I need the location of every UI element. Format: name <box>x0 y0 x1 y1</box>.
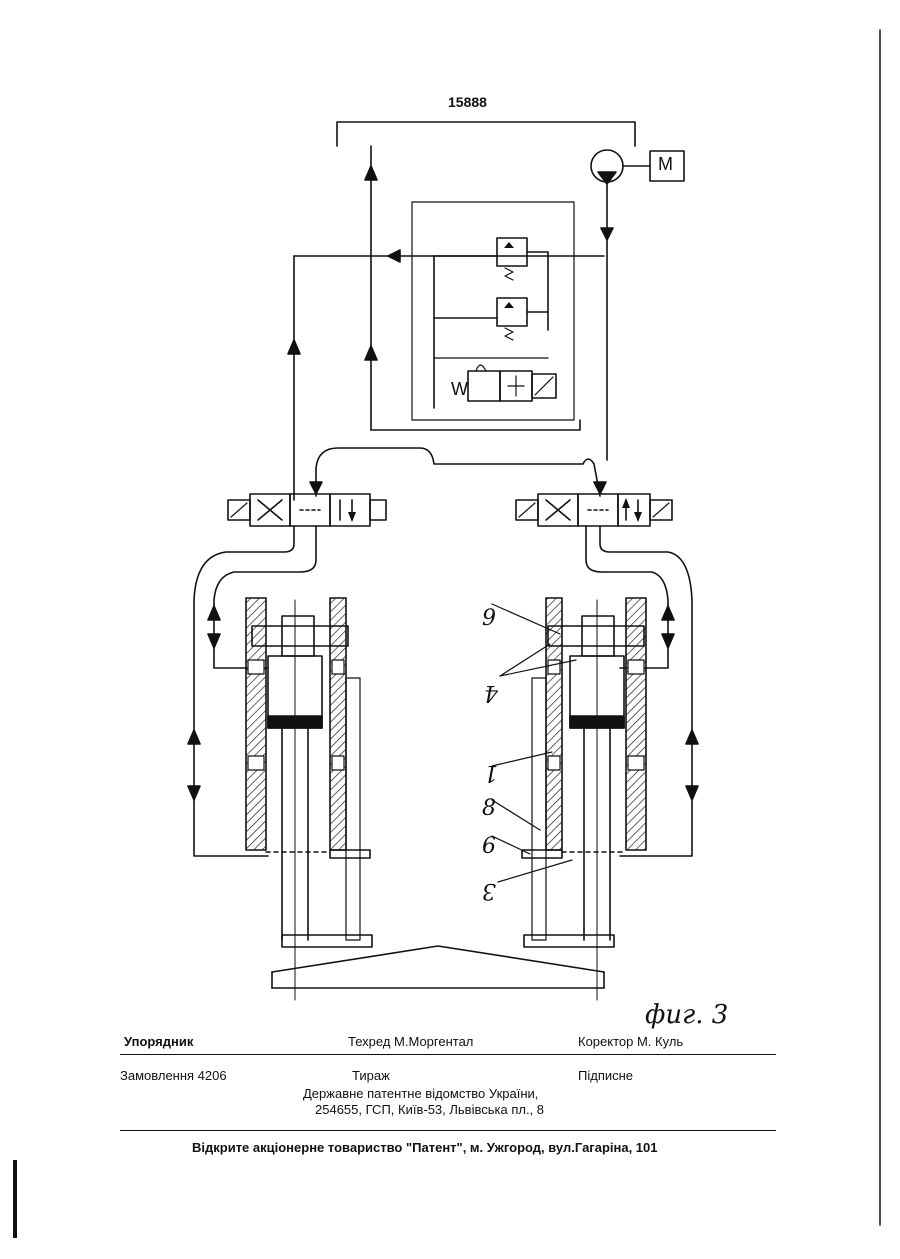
flow-arrow-icon <box>208 606 220 620</box>
flow-arrow-icon <box>662 634 674 648</box>
divider <box>120 1130 776 1131</box>
relief-valve <box>497 238 527 266</box>
flow-arrow-icon <box>686 786 698 800</box>
svg-text:W: W <box>451 379 468 399</box>
subscription: Підписне <box>578 1068 633 1083</box>
tech-editor: Техред М.Моргентал <box>348 1034 473 1049</box>
proofreader: Коректор М. Куль <box>578 1034 683 1049</box>
office-line-1: Державне патентне відомство України, <box>303 1086 538 1101</box>
compiler: Упорядник <box>124 1034 193 1049</box>
flow-arrow-icon <box>601 228 613 240</box>
order-number: Замовлення 4206 <box>120 1068 227 1083</box>
figure-label: фиг. 3 <box>645 1000 728 1030</box>
flow-arrow-icon <box>686 730 698 744</box>
flow-arrow-icon <box>388 250 400 262</box>
scan-mark <box>13 1160 17 1238</box>
top-pipe <box>337 122 635 146</box>
callout-4: 4 <box>484 680 498 705</box>
patent-number: 15888 <box>448 94 487 110</box>
divider <box>120 1054 776 1055</box>
base-platform <box>272 946 604 972</box>
right-foot-plate <box>524 935 614 947</box>
flow-arrow-icon <box>188 786 200 800</box>
relief-valve <box>497 298 527 326</box>
callout-6: 6 <box>482 834 496 859</box>
flow-arrow-icon <box>188 730 200 744</box>
office-line-2: 254655, ГСП, Київ-53, Львівська пл., 8 <box>315 1102 544 1117</box>
callout-9: 9 <box>482 606 496 631</box>
publisher: Відкрите акціонерне товариство "Патент",… <box>192 1140 658 1155</box>
flow-arrow-icon <box>365 166 377 180</box>
callout-1: 1 <box>484 760 498 785</box>
flow-arrow-icon <box>662 606 674 620</box>
callout-3: 3 <box>482 878 496 903</box>
motor-label: M <box>658 154 673 175</box>
circulation: Тираж <box>352 1068 390 1083</box>
flow-arrow-icon <box>365 346 377 360</box>
flow-arrow-icon <box>208 634 220 648</box>
control-block <box>412 202 574 420</box>
flow-arrow-icon <box>288 340 300 354</box>
callout-8: 8 <box>482 796 496 821</box>
solenoid-valve <box>468 371 500 401</box>
left-cylinder-wall <box>246 598 266 850</box>
crossover-line <box>316 448 600 496</box>
